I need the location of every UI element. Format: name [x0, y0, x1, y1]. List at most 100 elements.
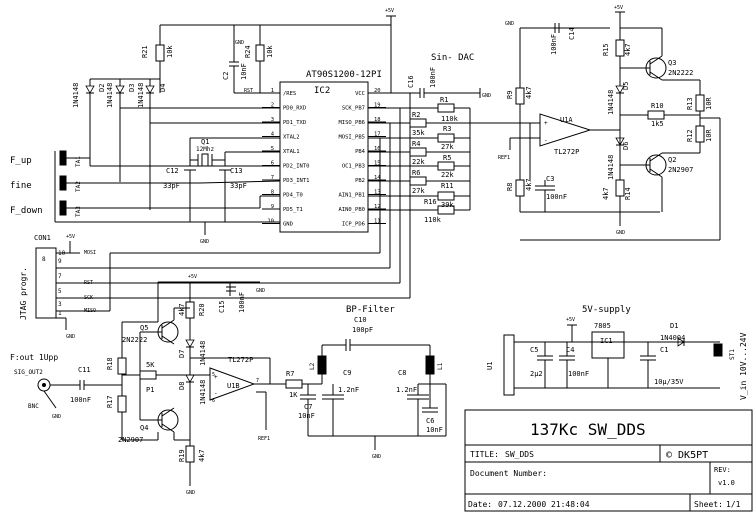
svg-text:33pF: 33pF	[163, 182, 180, 190]
svg-text:C5: C5	[530, 346, 538, 354]
svg-text:D3: D3	[128, 84, 136, 92]
svg-text:Q2: Q2	[668, 156, 676, 164]
revision-value: v1.0	[718, 479, 735, 487]
svg-text:4k7: 4k7	[198, 449, 206, 462]
buttons: F_up fine F_down TA1 TA2 TA3 GND	[10, 150, 281, 245]
svg-text:U1B: U1B	[227, 382, 240, 390]
svg-text:D1: D1	[670, 322, 678, 330]
f-up-label: F_up	[10, 156, 32, 166]
svg-text:REF1: REF1	[498, 155, 510, 161]
svg-text:35k: 35k	[412, 129, 425, 137]
mcu-pin-number: 20	[374, 88, 381, 94]
svg-text:R4: R4	[412, 140, 420, 148]
mcu-pin-number: 7	[271, 175, 274, 181]
svg-text:12Mhz: 12Mhz	[196, 146, 214, 153]
svg-text:10nF: 10nF	[426, 426, 443, 434]
mcu-pin-number: 16	[374, 146, 381, 152]
svg-text:-: -	[544, 137, 548, 144]
svg-text:2N2222: 2N2222	[668, 69, 693, 77]
mcu-pin-name: XTAL1	[283, 149, 300, 155]
svg-text:5K: 5K	[146, 361, 155, 369]
svg-text:22k: 22k	[412, 158, 425, 166]
svg-text:R7: R7	[286, 370, 294, 378]
svg-text:100nF: 100nF	[238, 292, 246, 313]
svg-text:GND: GND	[186, 490, 195, 496]
supply-5v: 5V-supply U1 +5V C5 2µ2 C4 100nF 7805 IC…	[486, 305, 748, 400]
svg-text:Q1: Q1	[201, 138, 209, 146]
mcu-pin-name: PD1_TXD	[283, 120, 306, 126]
svg-text:C4: C4	[566, 346, 574, 354]
mcu-pin-number: 11	[374, 219, 381, 225]
mcu-pin-name: VCC	[355, 91, 365, 97]
svg-text:TITLE:: TITLE:	[470, 450, 499, 459]
svg-text:C3: C3	[546, 175, 554, 183]
svg-text:C8: C8	[398, 369, 406, 377]
svg-text:2µ2: 2µ2	[530, 370, 543, 378]
svg-text:R14: R14	[624, 187, 632, 200]
svg-text:100nF: 100nF	[429, 67, 437, 88]
svg-text:GND: GND	[200, 239, 209, 245]
mcu-pin-name: MISO_PB6	[339, 120, 366, 126]
svg-text:R19: R19	[178, 449, 186, 462]
svg-text:6: 6	[212, 398, 215, 404]
svg-text:2N2907: 2N2907	[668, 166, 693, 174]
svg-text:100nF: 100nF	[550, 34, 558, 55]
sheet-number: 1/1	[726, 500, 741, 509]
bp-filter: BP-Filter R7 1K C10 100pF L2 L1 C9 1.2nF…	[282, 305, 447, 460]
svg-text:1K: 1K	[289, 391, 298, 399]
svg-text:C14: C14	[568, 27, 576, 40]
svg-text:R5: R5	[443, 154, 451, 162]
mcu-pin-name: MOSI_PB5	[339, 135, 366, 141]
jtag-connector: CON1 JTAG progr. 10 9 7 5 3 1 8 +5V GND …	[19, 93, 411, 340]
svg-text:Document Number:: Document Number:	[470, 469, 547, 478]
svg-text:R15: R15	[602, 43, 610, 56]
svg-text:P1: P1	[146, 386, 154, 394]
output-stage-upper: +5V R15 4k7 D5 1N4148 D6 1N4148 4k7 R14 …	[520, 5, 721, 241]
svg-text:22k: 22k	[441, 171, 454, 179]
svg-text:7: 7	[58, 273, 62, 280]
svg-text:R6: R6	[412, 169, 420, 177]
r24: R24 10k	[244, 44, 274, 93]
svg-text:R24: R24	[244, 45, 252, 58]
mcu-pin-number: 6	[271, 161, 274, 167]
sheet-title-value: SW_DDS	[505, 450, 534, 459]
svg-text:1N4004: 1N4004	[660, 334, 685, 342]
mcu-pin-name: PD5_T1	[283, 207, 303, 213]
mcu-pin-name: ICP_PD6	[342, 222, 365, 228]
svg-text:1N4148: 1N4148	[199, 380, 207, 405]
mcu-pin-number: 3	[271, 117, 274, 123]
mcu-pin-name: XTAL2	[283, 135, 300, 141]
mcu-pin-number: 14	[374, 175, 381, 181]
svg-text:R16: R16	[424, 198, 437, 206]
svg-text:REF1: REF1	[258, 436, 270, 442]
svg-text:C2: C2	[222, 72, 230, 80]
svg-text:D8: D8	[178, 382, 186, 390]
mcu-pin-number: 8	[271, 190, 274, 196]
svg-text:BNC: BNC	[28, 403, 39, 410]
bp-filter-title: BP-Filter	[346, 305, 395, 315]
r21: R21 10k	[141, 44, 174, 93]
svg-text:1N4148: 1N4148	[72, 83, 80, 108]
mcu-pin-name: PD0_RXD	[283, 106, 306, 112]
svg-text:R2: R2	[412, 111, 420, 119]
fout-label: F:out 1Upp	[10, 353, 58, 362]
bias-network: C14 100nF GND R9 4k7 R8 4k7 C3 100nF	[505, 21, 660, 213]
svg-text:+5V: +5V	[566, 317, 575, 323]
author-label: © DK5PT	[666, 450, 708, 461]
svg-text:+5V: +5V	[66, 234, 75, 240]
c2: C2 10nF GND RST	[222, 40, 253, 94]
svg-text:1N4148: 1N4148	[607, 90, 615, 115]
mcu-ic2: AT90S1200-12PI IC2 /RES1PD0_RXD2PD1_TXD3…	[262, 70, 386, 233]
svg-text:C13: C13	[230, 167, 243, 175]
svg-text:3: 3	[58, 301, 62, 308]
svg-text:R18: R18	[106, 357, 114, 370]
svg-text:RST: RST	[84, 280, 93, 286]
svg-text:1.2nF: 1.2nF	[338, 386, 359, 394]
svg-text:R20: R20	[198, 303, 206, 316]
mcu-pin-name: /RES	[283, 91, 296, 97]
svg-text:R9: R9	[506, 91, 514, 99]
svg-text:100nF: 100nF	[568, 370, 589, 378]
project-title: 137Kc SW_DDS	[530, 420, 646, 439]
svg-text:R1: R1	[440, 96, 448, 104]
